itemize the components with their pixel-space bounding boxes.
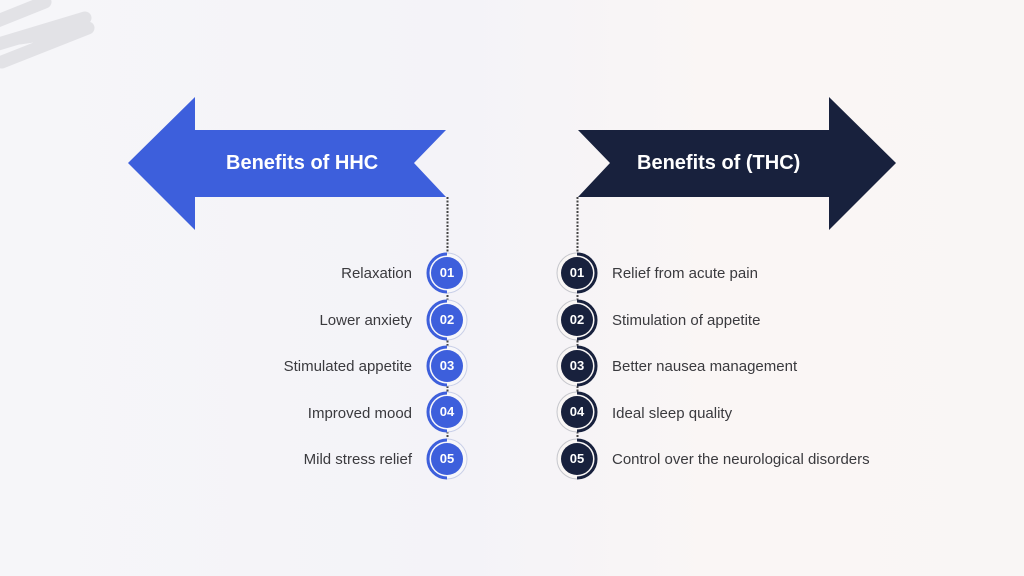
thc-arrow-shape (578, 97, 896, 230)
hhc-benefit-label: Lower anxiety (319, 312, 412, 329)
thc-benefit-label: Better nausea management (612, 358, 798, 375)
hhc-badge-number: 02 (439, 312, 455, 327)
thc-badge-number: 04 (569, 404, 585, 419)
thc-title: Benefits of (THC) (637, 152, 801, 174)
thc-badge-number: 02 (569, 312, 585, 327)
hhc-benefit-label: Stimulated appetite (283, 358, 412, 375)
hhc-badge-number: 03 (439, 358, 455, 373)
hhc-badges (426, 252, 468, 480)
thc-benefit-label: Relief from acute pain (612, 265, 758, 282)
thc-badge-number: 05 (569, 451, 585, 466)
thc-benefit-label: Stimulation of appetite (612, 312, 761, 329)
hhc-badge-number: 01 (439, 265, 455, 280)
thc-badges (556, 252, 598, 480)
thc-badge-number: 03 (569, 358, 585, 373)
thc-benefit-label: Ideal sleep quality (612, 405, 733, 422)
thc-badge-number: 01 (569, 265, 585, 280)
hhc-badge-number: 05 (439, 451, 455, 466)
thc-benefit-label: Control over the neurological disorders (612, 451, 870, 468)
hhc-benefit-label: Mild stress relief (303, 451, 412, 468)
hhc-benefit-label: Improved mood (307, 405, 412, 422)
hhc-title: Benefits of HHC (226, 152, 379, 174)
hhc-badge-number: 04 (439, 404, 455, 419)
hhc-arrow-shape (128, 97, 446, 230)
decorative-scribble (0, 0, 95, 69)
hhc-benefit-label: Relaxation (341, 265, 412, 282)
